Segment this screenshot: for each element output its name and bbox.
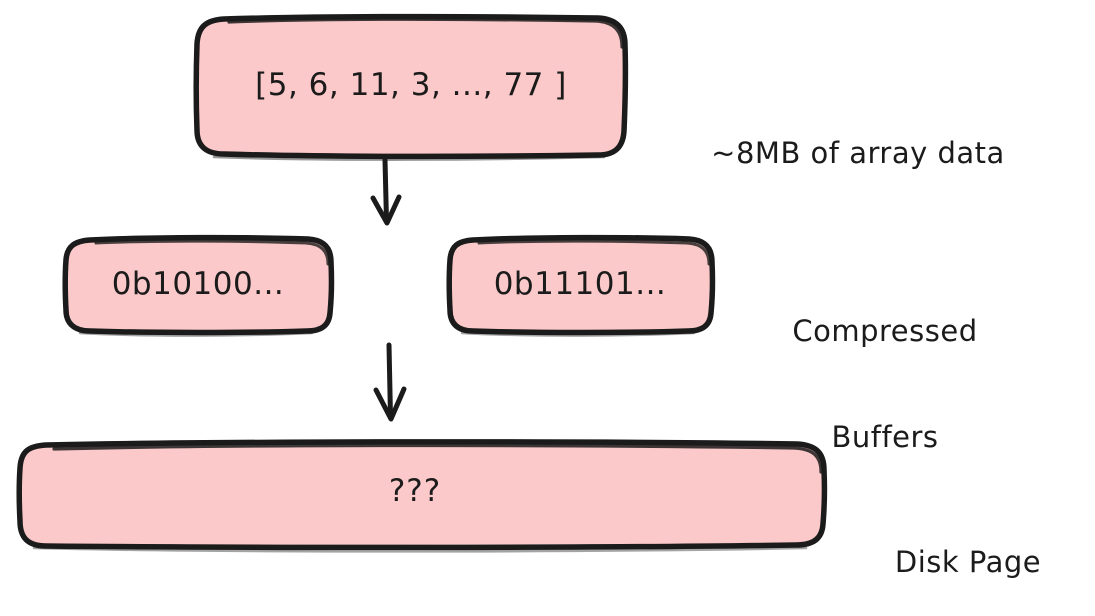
compressed-buffer-left-box[interactable] xyxy=(62,234,335,337)
disk-page-box-outline-sketch xyxy=(52,443,823,474)
array-data-box-outline-sketch-bottom xyxy=(212,155,606,161)
arrow-array-to-buffers xyxy=(370,157,402,226)
array-data-box[interactable] xyxy=(193,13,629,161)
compressed-buffer-right-outline xyxy=(446,234,716,336)
arrow-buffers-to-disk-head xyxy=(373,386,407,422)
disk-page-box-outline xyxy=(16,439,828,551)
diagram-page: { "diagram": { "title": "Array data comp… xyxy=(16,13,1041,579)
array-data-box-outline xyxy=(193,13,629,160)
diagram-canvas xyxy=(16,13,828,553)
arrow-buffers-to-disk xyxy=(373,342,407,422)
array-data-box-outline-sketch xyxy=(227,17,624,49)
compressed-buffer-right-outline-sketch-bottom xyxy=(460,331,696,337)
array-data-box-fill xyxy=(197,18,625,155)
compressed-buffer-right-fill xyxy=(450,239,710,330)
disk-page-box[interactable] xyxy=(16,439,828,553)
compressed-buffer-left-outline-sketch xyxy=(94,239,330,266)
arrow-buffers-to-disk-shaft xyxy=(386,342,393,420)
compressed-buffer-left-outline-sketch-bottom xyxy=(78,331,314,337)
compressed-buffer-right-box[interactable] xyxy=(446,234,716,337)
compressed-buffer-left-fill xyxy=(66,239,330,330)
disk-page-box-outline-sketch-bottom xyxy=(32,546,808,553)
disk-page-box-fill xyxy=(20,444,823,545)
arrow-array-to-buffers-head xyxy=(370,194,402,226)
compressed-buffer-right-outline-sketch xyxy=(477,239,711,266)
compressed-buffer-left-outline xyxy=(62,234,335,336)
arrow-array-to-buffers-shaft xyxy=(382,157,389,224)
